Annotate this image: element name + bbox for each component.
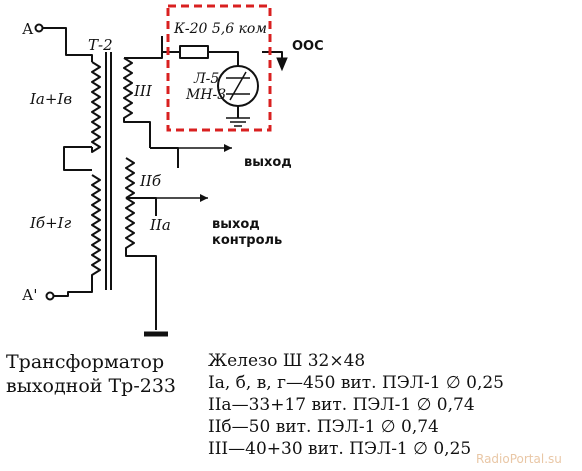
caption-line-2: выходной Тр-233: [6, 375, 176, 397]
lamp-ground: [226, 117, 250, 127]
spec-line-iii: III—40+30 вит. ПЭЛ-1 ∅ 0,25: [208, 439, 472, 459]
vyhod-arrow: [224, 144, 232, 152]
transformer-designation: Т-2: [88, 36, 113, 54]
winding-iia: [125, 197, 157, 330]
wire-vyhod: [150, 147, 179, 168]
terminal-a-label: А: [22, 20, 34, 38]
terminal-a-prime-dot: [45, 291, 55, 301]
wire-a: [42, 27, 93, 62]
spec-line-iia: IIа—33+17 вит. ПЭЛ-1 ∅ 0,74: [208, 395, 475, 415]
winding-ia-ib: [91, 61, 101, 153]
winding-iib-label: IIб: [140, 172, 162, 190]
spec-line-iib: IIб—50 вит. ПЭЛ-1 ∅ 0,74: [208, 417, 439, 437]
caption-line-1: Трансформатор: [6, 351, 165, 373]
winding-ib-ig: [91, 174, 101, 285]
transformer-schematic: [34, 4, 288, 337]
resistor-label: К-20 5,6 ком: [174, 21, 267, 37]
wire-from-resistor: [208, 51, 239, 66]
lamp-label-1: Л-5: [194, 71, 220, 87]
vyhod-kontrol-label-2: контроль: [212, 233, 283, 248]
wire-iii-top: [124, 36, 163, 59]
wire-center-tap: [63, 146, 92, 171]
spec-line-primary: Iа, б, в, г—450 вит. ПЭЛ-1 ∅ 0,25: [208, 373, 504, 393]
oos-label: ООС: [292, 39, 324, 54]
resistor-body: [179, 45, 209, 59]
winding-iia-label: IIа: [150, 216, 171, 234]
lamp-electrodes: [226, 71, 250, 101]
winding-iii: [123, 57, 151, 148]
highlight-box: [166, 4, 272, 132]
winding-ia-ib-label: Iа+Iв: [30, 90, 73, 108]
terminal-a-dot: [34, 23, 44, 33]
vyhod-kontrol-label-1: выход: [212, 217, 260, 232]
terminal-a-prime-label: А': [22, 286, 38, 304]
spec-line-iron: Железо Ш 32×48: [208, 351, 366, 371]
wire-a-prime: [54, 285, 93, 297]
vyhod-label: выход: [244, 155, 292, 170]
winding-ib-ig-label: Iб+Iг: [30, 214, 72, 232]
winding-iib: [125, 157, 135, 199]
kontrol-arrow: [200, 194, 208, 202]
lamp-label-2: МН-3: [186, 87, 227, 103]
watermark: RadioPortal.su: [476, 452, 562, 466]
winding-iii-label: III: [134, 82, 152, 100]
oos-arrow: [276, 57, 288, 72]
